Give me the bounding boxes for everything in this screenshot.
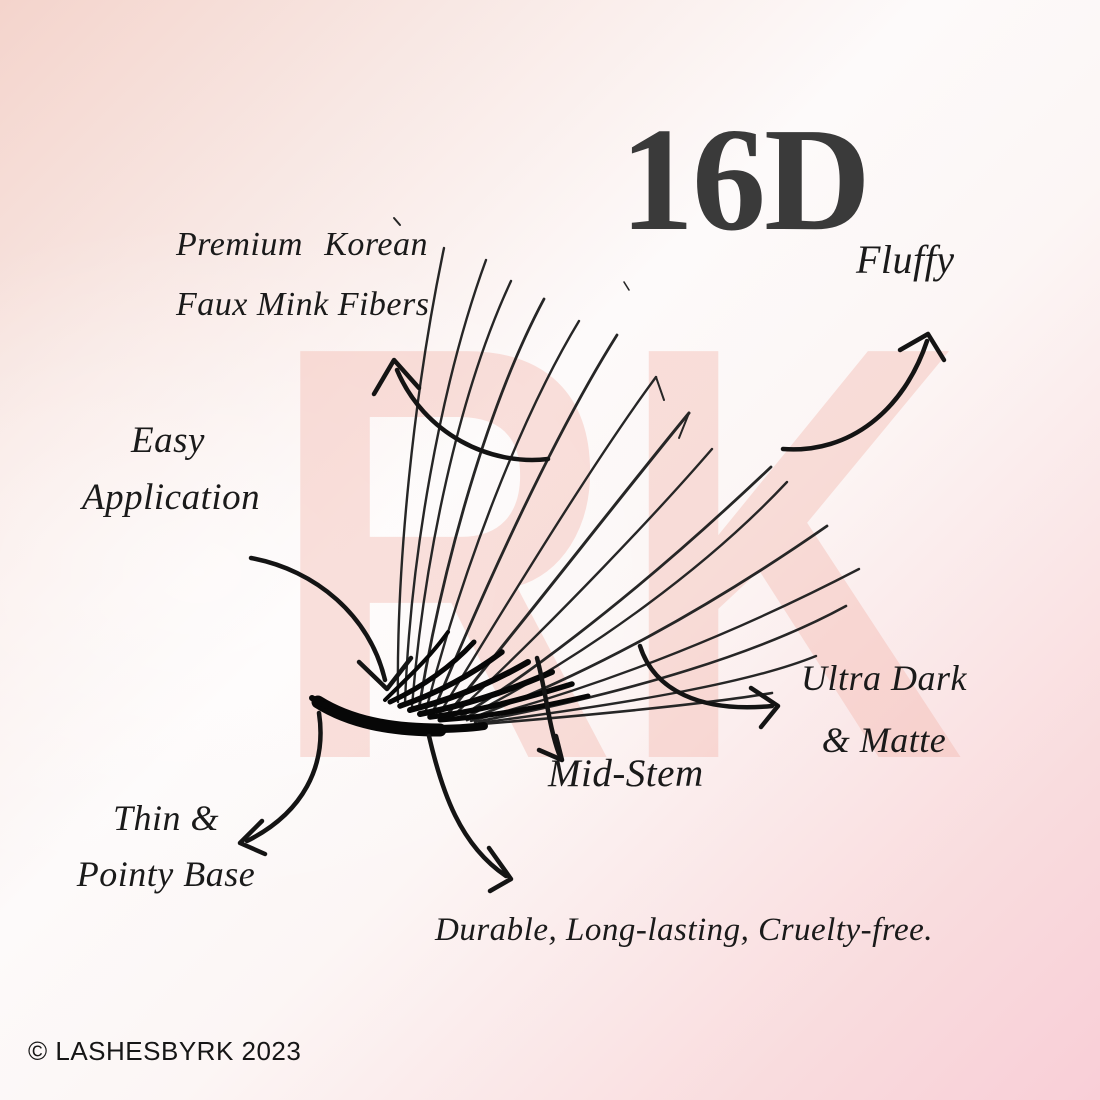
copyright-notice: © LASHESBYRK 2023 — [28, 1036, 302, 1066]
arrow-mid-stem — [534, 655, 565, 763]
lash-base — [309, 695, 488, 737]
product-title: 16D — [620, 98, 871, 262]
label-easy: Easy — [131, 420, 205, 461]
arrow-durable — [426, 733, 514, 894]
arrow-fluffy — [780, 331, 947, 452]
label-and-matte: & Matte — [821, 720, 947, 760]
label-word-korean: Korean — [324, 226, 428, 263]
label-easy-application: Easy Application — [82, 420, 261, 518]
arrow-premium-korean — [371, 357, 551, 463]
lash-fan-roots — [383, 630, 591, 723]
label-ultra-dark-matte: Ultra Dark & Matte — [793, 660, 975, 758]
label-thin-pointy-base: Thin & Pointy Base — [75, 800, 257, 892]
label-premium-korean-line1: Premium Korean — [176, 228, 428, 262]
annotation-arrows — [237, 331, 947, 894]
arrow-easy-application — [248, 555, 414, 692]
label-mid-stem: Mid-Stem — [548, 752, 704, 795]
label-application: Application — [82, 477, 261, 518]
label-fluffy: Fluffy — [856, 237, 955, 282]
label-faux-mink-fibers: Faux Mink Fibers — [176, 286, 430, 323]
arrow-thin-pointy-base — [237, 710, 323, 857]
label-premium-korean: Premium Korean Faux Mink Fibers — [176, 228, 430, 323]
label-word-premium: Premium — [176, 226, 303, 263]
lash-fan-strands — [393, 217, 861, 726]
label-pointy-base: Pointy Base — [76, 854, 256, 894]
label-ultra-dark: Ultra Dark — [801, 658, 967, 698]
label-durable-long-lasting: Durable, Long-lasting, Cruelty-free. — [435, 912, 933, 948]
arrow-ultra-dark — [637, 643, 781, 730]
label-thin: Thin & — [112, 798, 220, 838]
